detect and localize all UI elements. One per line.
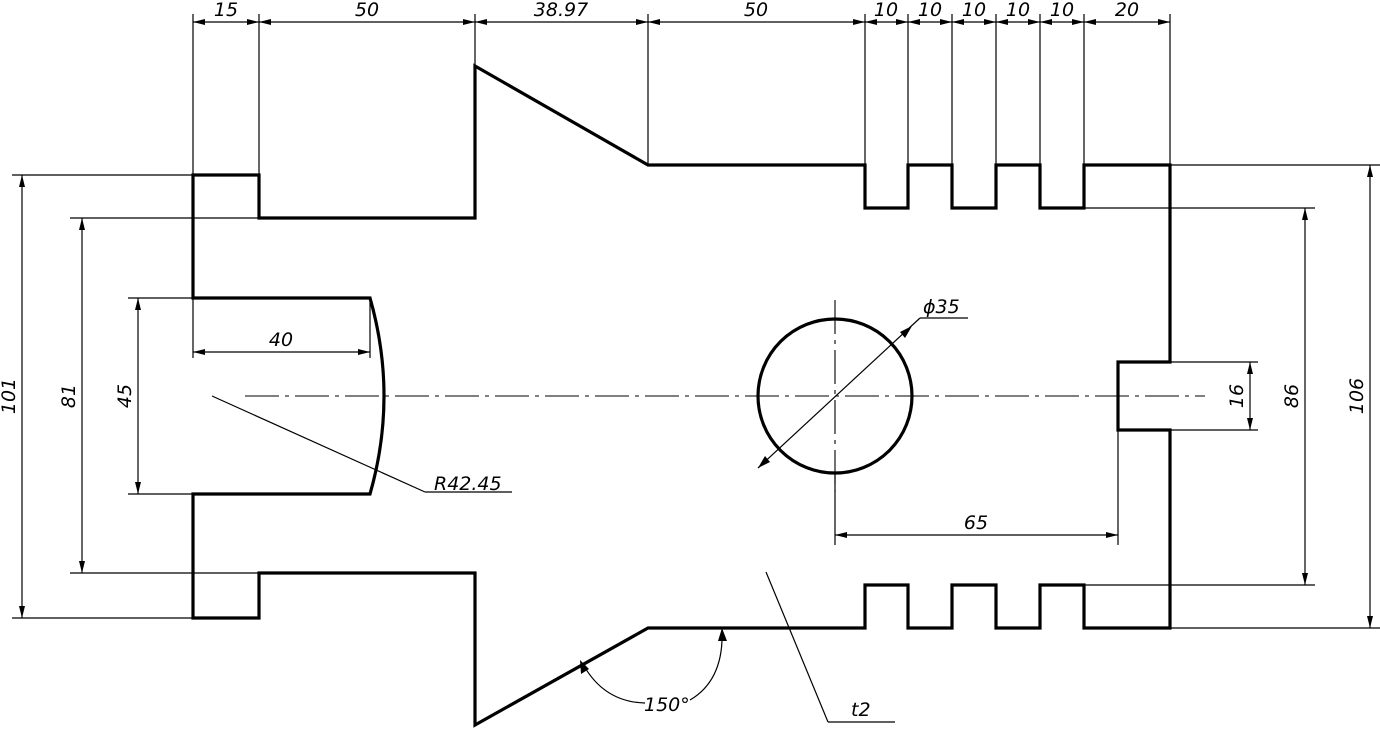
part-outline — [191, 63, 1172, 728]
dim-20: 20 — [1115, 0, 1139, 21]
dim-106: 106 — [1346, 378, 1368, 414]
dim-10-e: 10 — [1050, 0, 1074, 21]
dim-15: 15 — [214, 0, 238, 21]
dim-10-d: 10 — [1006, 0, 1030, 21]
dim-50-left: 50 — [355, 0, 379, 21]
dim-16: 16 — [1226, 384, 1248, 408]
radius-label: R42.45 — [434, 473, 502, 495]
dim-10-a: 10 — [874, 0, 898, 21]
hole-diameter-label: ϕ35 — [923, 296, 960, 318]
dim-81: 81 — [58, 384, 80, 408]
dim-40: 40 — [269, 329, 293, 351]
dimension-lines — [21, 21, 1371, 628]
dim-50-right: 50 — [744, 0, 768, 21]
extension-lines — [12, 14, 1380, 629]
dim-65: 65 — [964, 512, 988, 534]
dim-45: 45 — [114, 384, 136, 408]
dim-10-b: 10 — [918, 0, 942, 21]
dimension-arrows — [19, 19, 1373, 628]
angle-label: 150° — [644, 694, 690, 716]
dim-101: 101 — [0, 378, 20, 414]
dim-86: 86 — [1281, 384, 1303, 408]
dim-38-97: 38.97 — [534, 0, 588, 21]
leader-arrows — [580, 326, 912, 674]
dim-10-c: 10 — [962, 0, 986, 21]
thickness-label: t2 — [851, 699, 871, 721]
dimension-texts: 15 50 38.97 50 10 10 10 10 10 20 40 65 1… — [0, 0, 1368, 721]
